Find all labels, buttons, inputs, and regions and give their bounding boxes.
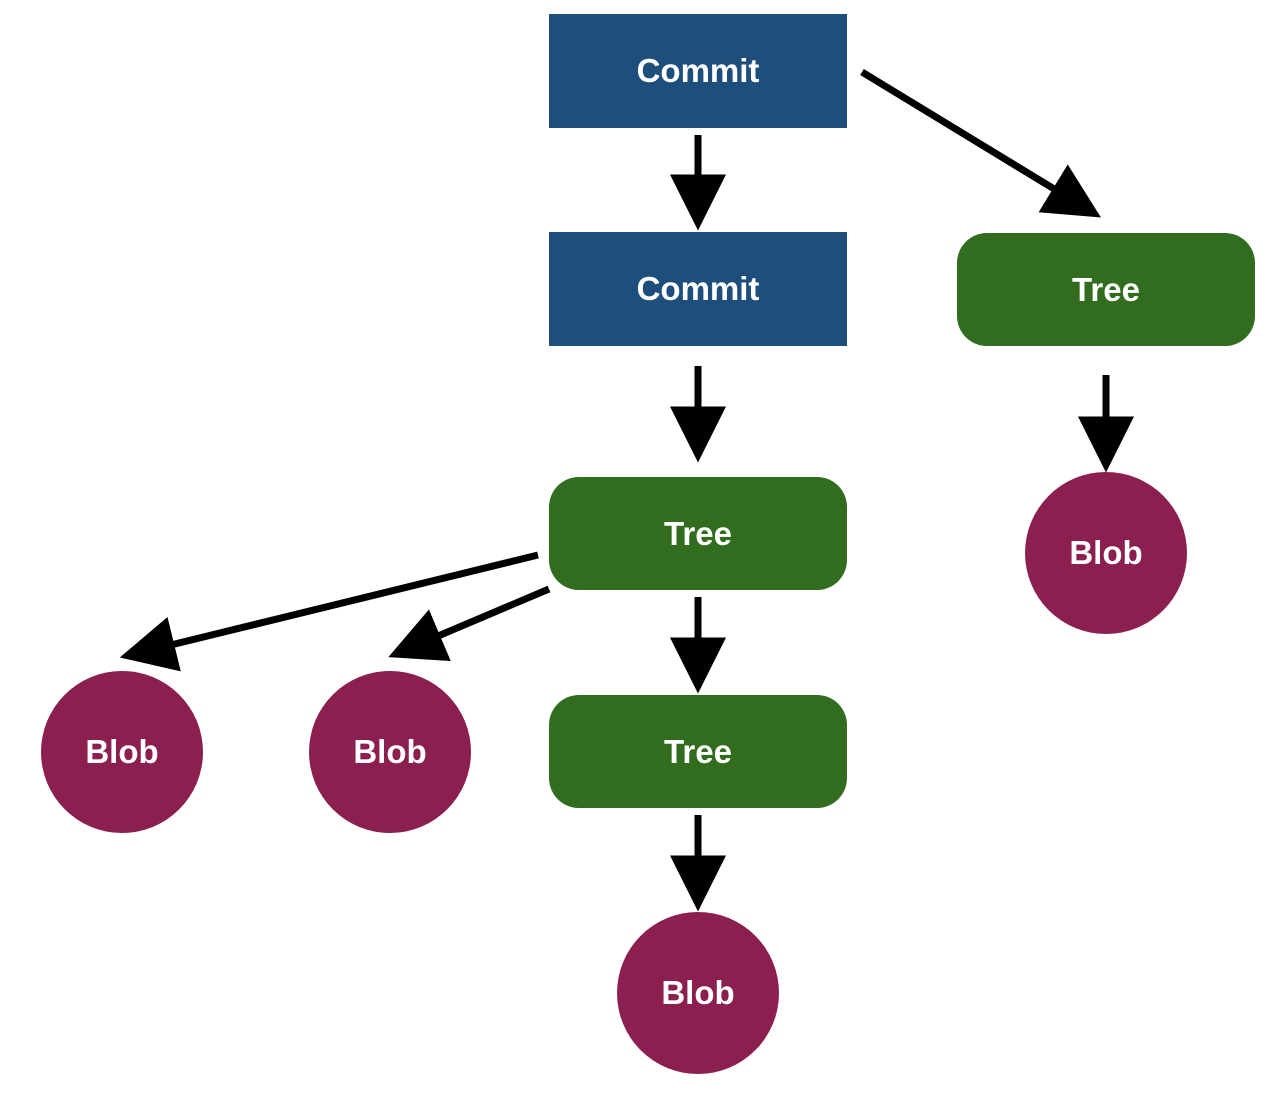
edge-tree-middle-to-blob-left-1 [119,551,539,672]
commit-node-top-label: Commit [636,52,760,89]
blob-node-left-1-label: Blob [85,733,159,770]
blob-node-right-label: Blob [1069,534,1143,571]
tree-node-lower: Tree [549,695,847,808]
blob-node-right: Blob [1025,472,1187,634]
blob-node-bottom-label: Blob [661,974,735,1011]
blob-node-left-2-label: Blob [353,733,427,770]
commit-node-second: Commit [549,232,847,346]
blob-node-left-1: Blob [41,671,203,833]
commit-node-second-label: Commit [636,270,760,307]
edge-tree-middle-to-blob-left-2 [388,585,551,662]
commit-node-top: Commit [549,14,847,128]
tree-node-right-label: Tree [1072,270,1140,308]
blob-node-left-2: Blob [309,671,471,833]
tree-node-lower-label: Tree [664,732,732,770]
tree-node-middle: Tree [549,477,847,590]
tree-node-middle-label: Tree [664,514,732,552]
blob-node-bottom: Blob [617,912,779,1074]
tree-node-right: Tree [957,233,1255,346]
edge-commit-top-to-tree-right [860,69,1101,218]
